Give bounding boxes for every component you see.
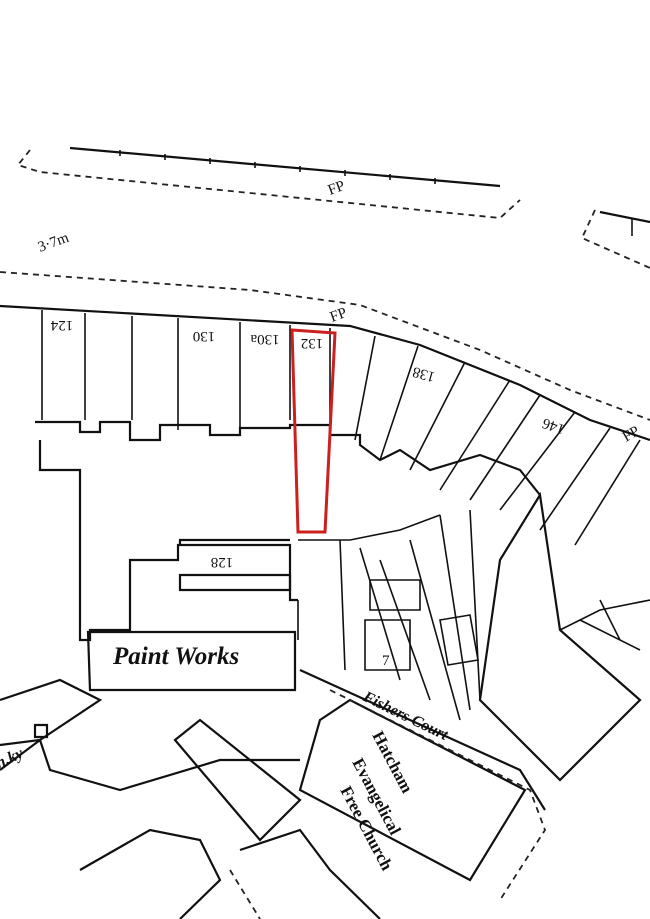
- house-number-138: 138: [411, 363, 437, 385]
- house-number-132: 132: [301, 335, 324, 351]
- footpath-label: FP: [328, 305, 349, 326]
- paint-works-label: Paint Works: [112, 643, 239, 670]
- map-labels: 3·7m FP FP FP 124 130 130a 132 138 146 1…: [0, 178, 642, 874]
- spot-height-label: 3·7m: [36, 230, 72, 256]
- site-boundary-132: [290, 328, 337, 534]
- house-number-124: 124: [50, 317, 73, 333]
- house-number-7: 7: [382, 653, 390, 669]
- terrace-buildings: [0, 304, 650, 782]
- house-number-146: 146: [540, 414, 567, 437]
- road-edges: [0, 146, 650, 421]
- house-number-130a: 130a: [250, 331, 280, 347]
- house-number-130: 130: [193, 328, 216, 344]
- footpath-label: FP: [620, 423, 642, 445]
- footpath-label: FP: [326, 178, 347, 199]
- chimney-label: Ch.ky: [0, 745, 27, 777]
- lower-buildings: [0, 668, 547, 919]
- house-number-128: 128: [211, 554, 234, 570]
